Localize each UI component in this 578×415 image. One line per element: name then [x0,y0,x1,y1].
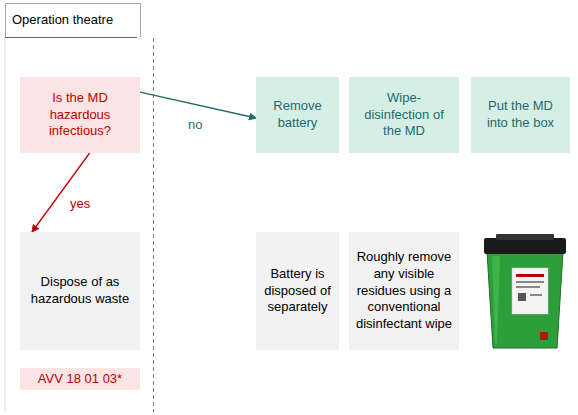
process-box: Wipe-disinfection of the MD [349,77,459,153]
node-text: AVV 18 01 03* [38,371,122,388]
tab-underline [5,37,137,38]
frame-border [5,37,6,412]
edge-label: yes [70,196,90,211]
tab-box: Operation theatre [5,3,141,37]
process-box: Put the MD into the box [471,77,570,153]
decision-box: Is the MD hazardous infectious? [20,77,140,153]
node-text: Put the MD into the box [477,98,564,132]
node-text: Roughly remove any visible residues usin… [355,249,453,333]
note-box: Roughly remove any visible residues usin… [349,232,459,350]
flow-arrow [32,153,90,232]
note-box: Dispose of as hazardous waste [20,232,140,350]
node-text: Remove battery [262,98,333,132]
note-box: Battery is disposed of separately [256,232,339,350]
waste-bin-illustration [484,234,566,348]
flow-arrow [140,92,256,118]
node-text: Operation theatre [12,12,113,29]
dashed-divider [153,38,154,412]
node-text: Wipe-disinfection of the MD [355,90,453,141]
process-box: Remove battery [256,77,339,153]
node-text: Battery is disposed of separately [262,266,333,317]
code-box: AVV 18 01 03* [20,368,140,390]
node-text: Dispose of as hazardous waste [26,274,134,308]
node-text: Is the MD hazardous infectious? [26,90,134,141]
edge-label: no [188,117,202,132]
